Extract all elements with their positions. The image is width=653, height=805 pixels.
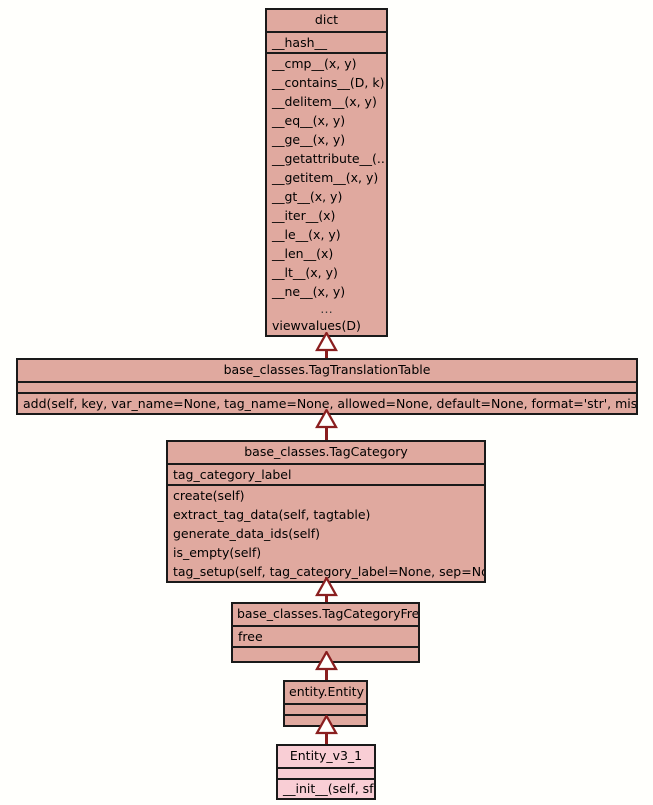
class-attributes-tagcategory: tag_category_label	[168, 465, 484, 486]
generalization-arrowhead-dict	[315, 332, 338, 352]
class-method: __contains__(D, k)	[272, 75, 385, 90]
class-method: __iter__(x)	[272, 208, 336, 223]
class-attribute: __hash__	[272, 35, 328, 50]
class-method: __le__(x, y)	[272, 227, 341, 242]
class-method: __delitem__(x, y)	[272, 94, 377, 109]
class-attributes-entity	[285, 705, 366, 716]
class-method: create(self)	[173, 488, 245, 503]
generalization-arrowhead-tagtranslationtable	[315, 409, 338, 429]
class-box-tagtranslationtable[interactable]: base_classes.TagTranslationTable add(sel…	[16, 358, 638, 415]
class-title-entity: entity.Entity	[285, 682, 366, 705]
generalization-arrowhead-tagcategoryfree	[315, 651, 338, 671]
class-method: __lt__(x, y)	[272, 265, 338, 280]
class-method: __init__(self, sf)	[283, 781, 374, 796]
class-title-entity-v3-1: Entity_v3_1	[278, 746, 374, 769]
class-methods-tagtranslationtable: add(self, key, var_name=None, tag_name=N…	[18, 394, 636, 413]
class-attribute: free	[238, 629, 263, 644]
class-title-tagcategoryfree: base_classes.TagCategoryFree	[233, 604, 418, 627]
class-method: extract_tag_data(self, tagtable)	[173, 507, 371, 522]
class-box-dict[interactable]: dict __hash__ __cmp__(x, y) __contains__…	[265, 8, 388, 337]
class-methods-tagcategory: create(self) extract_tag_data(self, tagt…	[168, 486, 484, 581]
generalization-arrowhead-entity	[315, 715, 338, 735]
class-box-tagcategory[interactable]: base_classes.TagCategory tag_category_la…	[166, 440, 486, 583]
class-title-tagtranslationtable: base_classes.TagTranslationTable	[18, 360, 636, 383]
class-attributes-entity-v3-1	[278, 769, 374, 780]
class-methods-dict: __cmp__(x, y) __contains__(D, k) __delit…	[267, 54, 386, 335]
class-attributes-tagcategoryfree: free	[233, 627, 418, 648]
class-attributes-tagtranslationtable	[18, 383, 636, 394]
generalization-arrowhead-tagcategory	[315, 577, 338, 597]
class-method: __len__(x)	[272, 246, 334, 261]
class-methods-entity-v3-1: __init__(self, sf)	[278, 780, 374, 798]
class-method: __gt__(x, y)	[272, 189, 343, 204]
class-title-tagcategory: base_classes.TagCategory	[168, 442, 484, 465]
class-box-entity-v3-1[interactable]: Entity_v3_1 __init__(self, sf)	[276, 744, 376, 800]
class-title-dict: dict	[267, 10, 386, 33]
class-method: __getitem__(x, y)	[272, 170, 379, 185]
class-attribute: tag_category_label	[173, 467, 292, 482]
class-method: tag_setup(self, tag_category_label=None,…	[173, 564, 484, 579]
class-method: __getattribute__(...)	[272, 151, 386, 166]
class-attributes-dict: __hash__	[267, 33, 386, 54]
class-method: viewvalues(D)	[272, 318, 361, 333]
class-method-ellipsis: …	[320, 301, 334, 316]
class-method: add(self, key, var_name=None, tag_name=N…	[23, 396, 636, 411]
class-method: __eq__(x, y)	[272, 113, 346, 128]
class-method: __ge__(x, y)	[272, 132, 346, 147]
class-method: __ne__(x, y)	[272, 284, 346, 299]
class-method: generate_data_ids(self)	[173, 526, 321, 541]
class-method: __cmp__(x, y)	[272, 56, 357, 71]
class-method: is_empty(self)	[173, 545, 262, 560]
